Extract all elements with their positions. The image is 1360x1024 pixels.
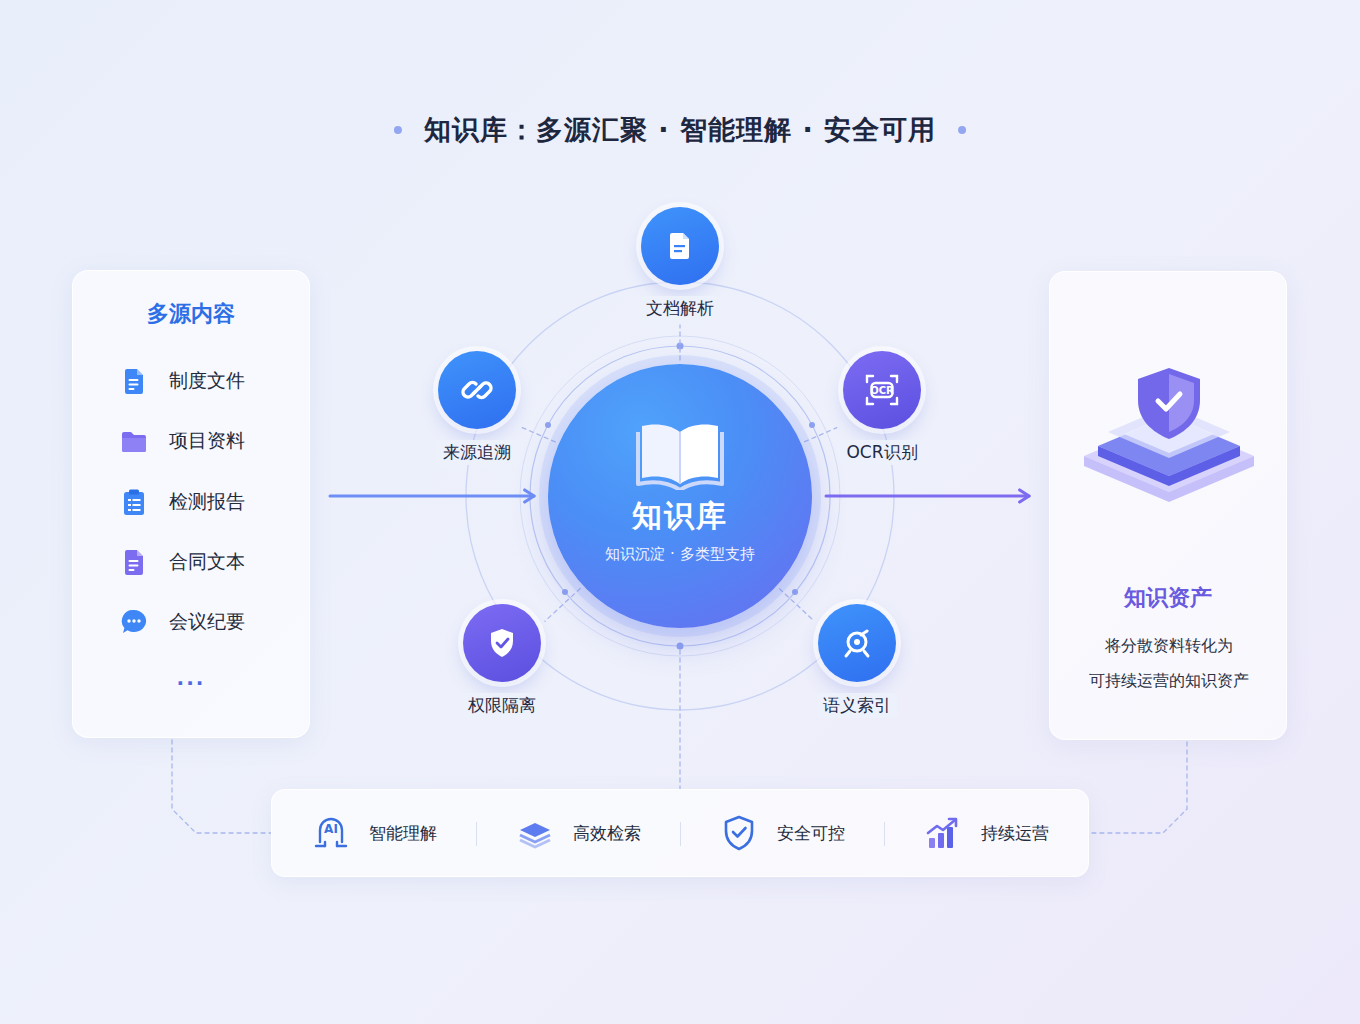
- feature-label: 高效检索: [573, 822, 641, 845]
- panel-heading: 知识资产: [1050, 583, 1286, 613]
- inner-ring: [520, 336, 840, 656]
- diagram-title: 知识库：多源汇聚 · 智能理解 · 安全可用: [424, 112, 936, 148]
- feature-label: 持续运营: [981, 822, 1049, 845]
- ring-dot: [792, 589, 798, 595]
- flow-arrow: [330, 495, 534, 498]
- feature-node: 文档解析: [640, 207, 720, 321]
- source-panel: 多源内容制度文件项目资料检测报告合同文本会议纪要 ···: [72, 270, 310, 738]
- result-panel: 知识资产将分散资料转化为 可持续运营的知识资产: [1049, 271, 1287, 740]
- icon-text: AI: [311, 822, 351, 836]
- feature-item: 持续运营: [884, 790, 1088, 876]
- feature-icon: [438, 351, 516, 429]
- panel-body: 将分散资料转化为 可持续运营的知识资产: [1069, 628, 1269, 698]
- inner-ring: [530, 346, 830, 646]
- feature-item: 高效检索: [476, 790, 680, 876]
- feature-label: 安全可控: [777, 822, 845, 845]
- source-item: 合同文本: [119, 546, 245, 578]
- hub-subtitle: 知识沉淀 · 多类型支持: [605, 545, 754, 564]
- feature-icon: OCR: [843, 351, 921, 429]
- feature-label: OCR识别: [840, 440, 923, 465]
- book-icon: [634, 418, 726, 490]
- dashed-connector: [521, 427, 556, 442]
- source-label: 项目资料: [169, 428, 245, 454]
- dashed-connector: [805, 428, 837, 442]
- flow-arrow: [826, 495, 1029, 498]
- source-label: 检测报告: [169, 489, 245, 515]
- feature-icon: [641, 207, 719, 285]
- source-label: 合同文本: [169, 549, 245, 575]
- feature-label: 文档解析: [640, 296, 720, 321]
- more-marker: ···: [73, 671, 309, 695]
- dashed-connector: [545, 588, 580, 621]
- feature-node: 权限隔离: [462, 604, 542, 718]
- feature-icon: [463, 604, 541, 682]
- feature-icon: [719, 813, 759, 853]
- feature-icon: AI: [311, 813, 351, 853]
- ring-dot: [677, 643, 684, 650]
- divider: [680, 822, 681, 846]
- feature-node: 来源追溯: [437, 351, 517, 465]
- divider: [884, 822, 885, 846]
- feature-icon: [515, 813, 555, 853]
- source-item: 会议纪要: [119, 606, 245, 638]
- feature-item: 安全可控: [680, 790, 884, 876]
- feature-label: 智能理解: [369, 822, 437, 845]
- dashed-connector: [1089, 742, 1187, 833]
- feature-label: 来源追溯: [437, 440, 517, 465]
- feature-node: 语义索引: [817, 604, 897, 718]
- dashed-connector: [779, 589, 814, 621]
- source-label: 会议纪要: [169, 609, 245, 635]
- feature-label: 权限隔离: [462, 693, 542, 718]
- source-item: 检测报告: [119, 486, 245, 518]
- feature-label: 语义索引: [817, 693, 897, 718]
- file-icon: [119, 426, 149, 456]
- feature-item: AI 智能理解: [272, 790, 476, 876]
- file-icon: [119, 487, 149, 517]
- source-label: 制度文件: [169, 368, 245, 394]
- hub-title: 知识库: [632, 496, 728, 537]
- title-dot: [958, 126, 966, 134]
- feature-node: OCR OCR识别: [840, 351, 923, 465]
- source-item: 制度文件: [119, 365, 245, 397]
- ring-dot: [562, 589, 568, 595]
- dashed-connector: [679, 325, 680, 360]
- file-icon: [119, 366, 149, 396]
- ring-dot: [545, 422, 551, 428]
- panel-heading: 多源内容: [73, 299, 309, 329]
- asset-illustration: [1050, 360, 1288, 554]
- dashed-connector: [679, 650, 680, 789]
- ring-dot: [809, 422, 815, 428]
- feature-bar: AI 智能理解 高效检索 安全可控 持续运营: [271, 789, 1089, 877]
- dashed-connector: [172, 740, 271, 833]
- divider: [476, 822, 477, 846]
- file-icon: [119, 607, 149, 637]
- hub-circle: 知识库知识沉淀 · 多类型支持: [548, 364, 812, 628]
- feature-icon: [923, 813, 963, 853]
- feature-icon: [818, 604, 896, 682]
- title-dot: [394, 126, 402, 134]
- source-item: 项目资料: [119, 425, 245, 457]
- icon-text: OCR: [843, 351, 921, 429]
- file-icon: [119, 547, 149, 577]
